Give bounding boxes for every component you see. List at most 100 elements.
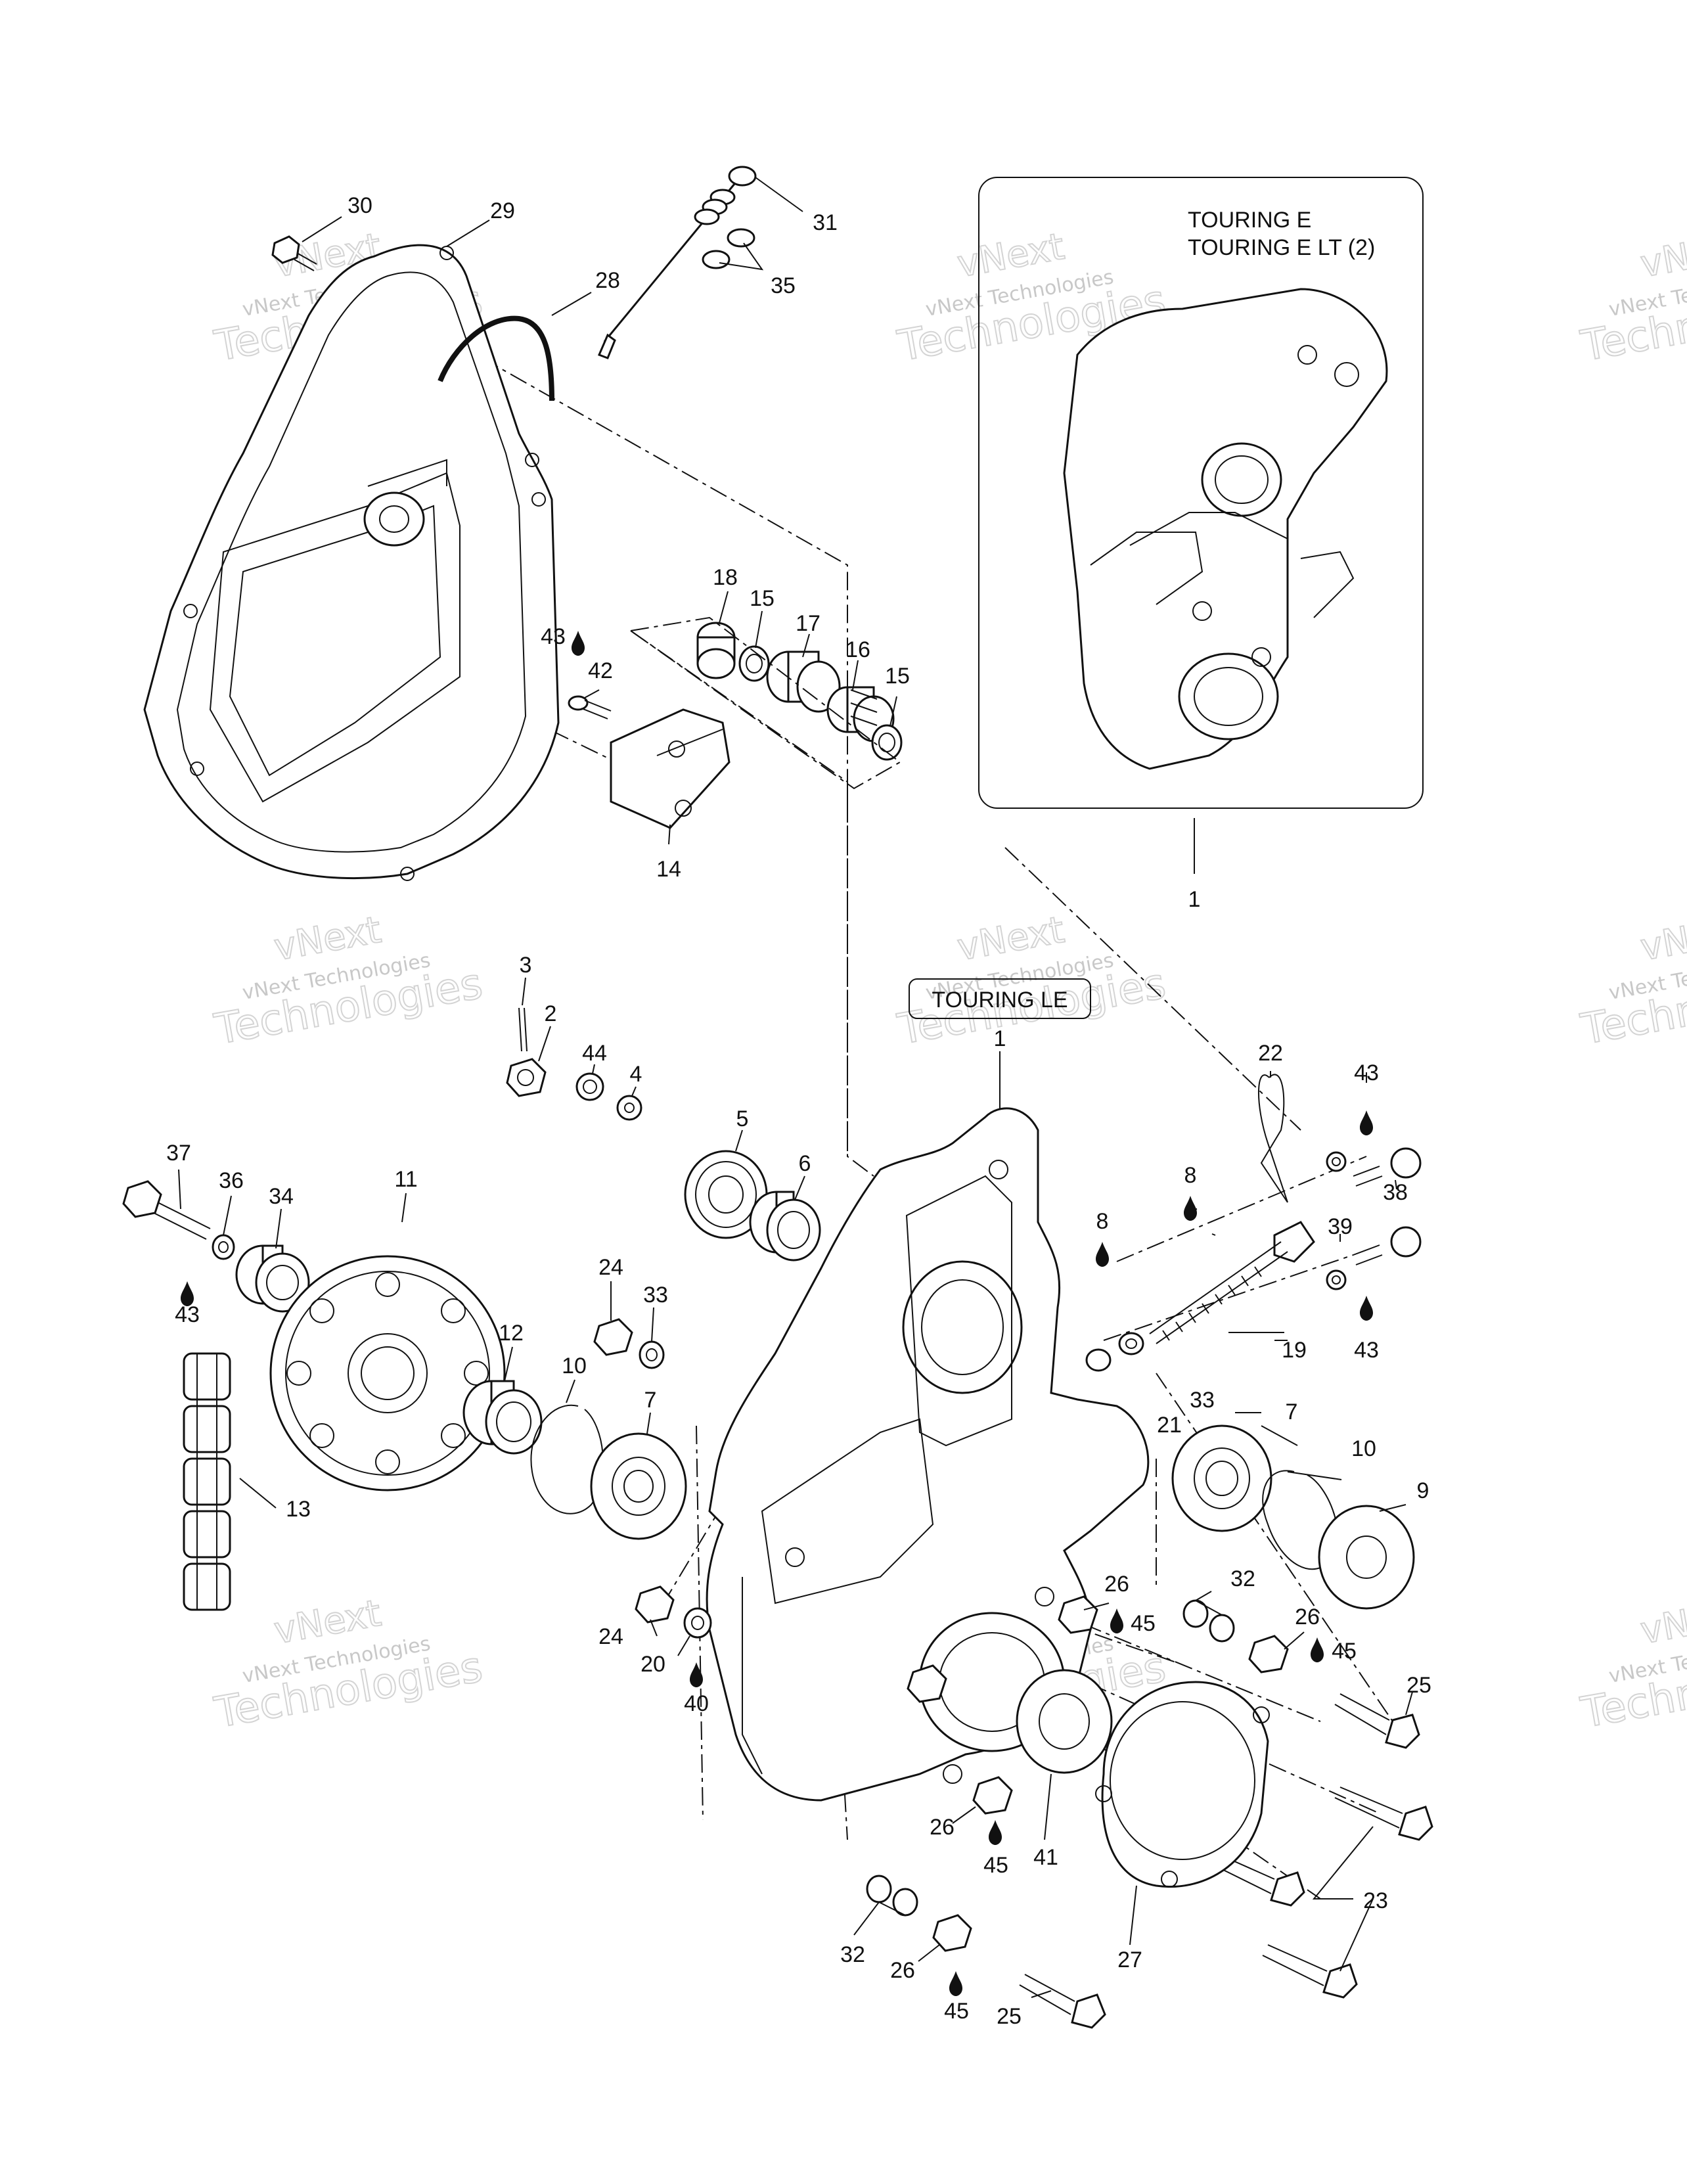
- hairpin-22: [1257, 1074, 1288, 1203]
- washer-33-right: [1118, 1332, 1144, 1355]
- watermark: vNext vNext Technologies Technologies: [1577, 1591, 1687, 1739]
- callout-10-left: 10: [562, 1354, 587, 1378]
- callout-25-bottom: 25: [997, 2004, 1022, 2029]
- bolt-38-bottom: [1353, 1226, 1422, 1265]
- washer-15b: [871, 724, 903, 761]
- callout-43-d: 43: [175, 1302, 200, 1327]
- callout-33-left: 33: [643, 1283, 668, 1308]
- watermark: vNext vNext Technologies Technologies: [210, 908, 487, 1055]
- callout-10-right: 10: [1351, 1436, 1376, 1461]
- washer-4: [616, 1095, 642, 1121]
- washer-20: [683, 1607, 712, 1639]
- leaders: [178, 177, 1413, 1998]
- spacer-34: [235, 1244, 310, 1313]
- bolt-37: [122, 1180, 211, 1240]
- callout-32-b: 32: [840, 1942, 865, 1967]
- dipstick-28: [438, 315, 554, 401]
- callout-15: 15: [750, 586, 775, 611]
- nut-26-center: [907, 1664, 947, 1703]
- drop-icon: [572, 631, 585, 656]
- callout-42: 42: [588, 658, 613, 683]
- bushing-17: [766, 650, 841, 713]
- bolt-30: [271, 235, 317, 271]
- nut-26-right-top: [1058, 1595, 1098, 1634]
- callout-22: 22: [1258, 1041, 1283, 1066]
- touring-le-tag: TOURING LE: [909, 978, 1091, 1019]
- o-rings-35: [702, 228, 755, 269]
- bolt-25-bottom: [1019, 1974, 1106, 2029]
- svg-text:TOURING E LT (2): TOURING E LT (2): [1188, 235, 1375, 260]
- drop-icon: [1184, 1196, 1197, 1221]
- svg-text:TOURING E: TOURING E: [1188, 208, 1311, 233]
- touring-e-box: TOURING E TOURING E LT (2): [978, 177, 1424, 809]
- washer-36: [212, 1234, 235, 1260]
- callout-8-b: 8: [1096, 1209, 1109, 1234]
- bolt-38-top: [1353, 1147, 1422, 1187]
- watermark: vNext vNext Technologies Technologies: [1577, 908, 1687, 1055]
- svg-text:vNext: vNext: [1638, 909, 1687, 969]
- drive-sprocket-11: [269, 1255, 506, 1491]
- callout-45-c: 45: [983, 1853, 1008, 1878]
- callout-6: 6: [799, 1151, 811, 1176]
- drop-icon: [989, 1820, 1002, 1845]
- callout-7-left: 7: [644, 1388, 657, 1413]
- callout-18: 18: [713, 565, 738, 590]
- spacer-12: [462, 1380, 543, 1455]
- callout-1-top: 1: [1188, 887, 1201, 912]
- castle-nut-2: [506, 1058, 547, 1097]
- drop-icon: [181, 1281, 194, 1306]
- washers-32-bottom: [866, 1875, 918, 1917]
- callout-13: 13: [286, 1497, 311, 1522]
- callout-16: 16: [845, 637, 870, 662]
- callout-27: 27: [1117, 1947, 1142, 1972]
- callout-45-b: 45: [1332, 1639, 1357, 1664]
- cotter-pin-3: [518, 1007, 528, 1052]
- callout-39: 39: [1328, 1214, 1353, 1239]
- callout-33-right: 33: [1190, 1388, 1215, 1413]
- callout-11: 11: [394, 1167, 417, 1192]
- nut-26-bottom: [932, 1914, 972, 1952]
- sprocket-5: [684, 1150, 768, 1239]
- callout-5: 5: [736, 1106, 749, 1131]
- washer-33-left: [639, 1340, 665, 1369]
- seal-9: [1318, 1505, 1415, 1610]
- drop-icon: [690, 1662, 703, 1687]
- washer-44: [575, 1072, 604, 1101]
- callout-4: 4: [630, 1062, 642, 1087]
- bearing-7-left: [590, 1432, 687, 1540]
- callout-43-b: 43: [1354, 1060, 1379, 1085]
- snap-ring-10-right: [1262, 1470, 1339, 1570]
- adjuster-bolt-19: [1149, 1221, 1315, 1344]
- nut-26-right: [1248, 1635, 1289, 1673]
- drop-icon: [949, 1971, 962, 1996]
- drop-icon: [1360, 1296, 1373, 1321]
- callout-3: 3: [520, 953, 532, 978]
- pin-42: [568, 695, 612, 719]
- callout-43-c: 43: [1354, 1338, 1379, 1363]
- spacer-18: [696, 622, 736, 679]
- washer-39-top: [1326, 1151, 1347, 1172]
- bolt-25-right: [1334, 1693, 1420, 1749]
- callout-26-c: 26: [930, 1815, 955, 1840]
- callout-37: 37: [166, 1141, 191, 1166]
- nut-24-top: [593, 1318, 633, 1356]
- svg-text:vNext: vNext: [1638, 225, 1687, 286]
- washer-39-bottom: [1326, 1269, 1347, 1290]
- needle-bearing-16: [826, 686, 895, 742]
- callout-41: 41: [1033, 1845, 1058, 1870]
- snap-ring-10-left: [530, 1404, 604, 1514]
- callout-45-a: 45: [1131, 1611, 1156, 1636]
- callout-21: 21: [1157, 1413, 1182, 1438]
- callouts: 30 29 28 31 35 18 15 17 16 15 43 42 14 1…: [166, 193, 1431, 2029]
- callout-9: 9: [1417, 1478, 1429, 1503]
- callout-36: 36: [219, 1168, 244, 1193]
- drop-icon: [1311, 1637, 1324, 1662]
- spacer-6: [749, 1191, 821, 1262]
- callout-30: 30: [348, 193, 372, 218]
- callout-17: 17: [796, 611, 821, 636]
- svg-text:vNext: vNext: [1638, 1592, 1687, 1652]
- callout-35: 35: [771, 273, 796, 298]
- callout-44: 44: [582, 1041, 607, 1066]
- callout-23: 23: [1363, 1888, 1388, 1913]
